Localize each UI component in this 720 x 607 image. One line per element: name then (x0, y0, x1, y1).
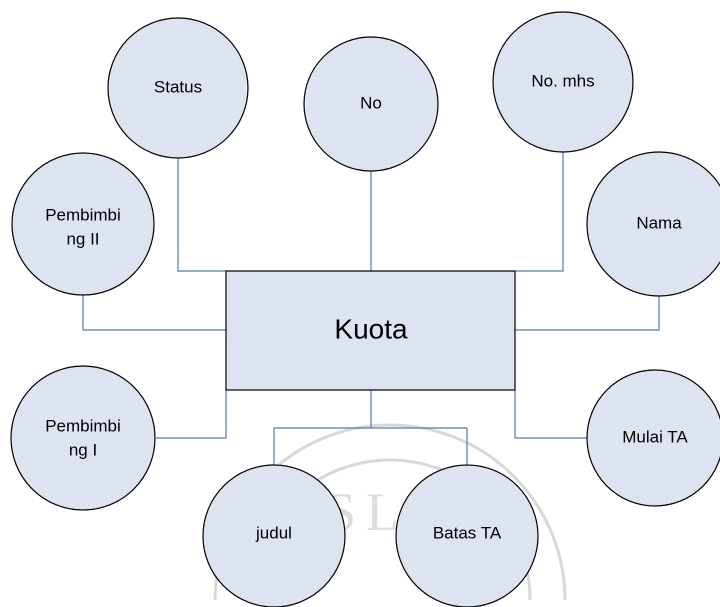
attribute-label: judul (255, 523, 292, 542)
attribute-label: Status (154, 77, 202, 96)
attribute-nama: Nama (586, 151, 720, 297)
attribute-label-line-2: ng I (69, 440, 97, 459)
attribute-mulai-ta: Mulai TA (586, 369, 720, 507)
connector-split (273, 390, 372, 473)
attribute-label: Nama (636, 213, 682, 232)
connector-nama (515, 291, 660, 331)
attribute-label-line-1: Pembimbi (45, 205, 121, 224)
connector-no-mhs (515, 152, 564, 272)
connectors (82, 152, 660, 473)
attribute-label: No (360, 93, 382, 112)
attribute-label: No. mhs (531, 71, 594, 90)
attribute-pembimbing-1: Pembimbi ng I (10, 365, 156, 511)
attribute-judul: judul (202, 464, 346, 607)
attribute-no: No (303, 36, 439, 172)
connector-pembimbing-1 (156, 390, 227, 439)
attribute-label: Mulai TA (622, 427, 688, 446)
attribute-no-mhs: No. mhs (492, 11, 634, 153)
entity-kuota: Kuota (225, 270, 516, 391)
attribute-status: Status (107, 17, 249, 159)
connector-mulai-ta (514, 390, 588, 439)
attribute-pembimbing-2: Pembimbi ng II (11, 152, 155, 296)
attribute-batas-ta: Batas TA (395, 464, 539, 607)
attribute-label-line-1: Pembimbi (45, 416, 121, 435)
connector-pembimbing-2 (82, 284, 226, 331)
attribute-label-line-2: ng II (66, 229, 99, 248)
attribute-label: Batas TA (433, 523, 502, 542)
entity-label: Kuota (334, 313, 408, 344)
connector-batas-ta (371, 427, 468, 473)
connector-status (177, 158, 226, 272)
